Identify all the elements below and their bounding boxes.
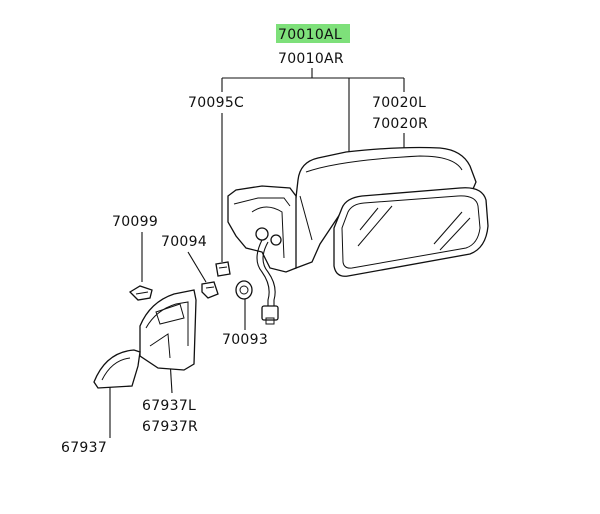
grommet-70093: [235, 280, 253, 300]
clip-70099: [128, 285, 153, 301]
label-70010ar[interactable]: 70010AR: [278, 51, 344, 67]
mirror-glass: [333, 187, 489, 277]
label-70093[interactable]: 70093: [222, 332, 268, 348]
outer-cap: [93, 349, 141, 389]
screw-70095c: [215, 261, 231, 277]
label-70010al[interactable]: 70010AL: [278, 27, 342, 43]
mirror-base: [227, 185, 297, 273]
label-70094[interactable]: 70094: [161, 234, 207, 250]
selected-part-highlight: [276, 24, 350, 43]
clip-70094: [201, 281, 219, 299]
label-70020l[interactable]: 70020L: [372, 95, 426, 111]
label-67937[interactable]: 67937: [61, 440, 107, 456]
label-67937r[interactable]: 67937R: [142, 419, 198, 435]
inner-garnish: [139, 289, 197, 371]
label-70020r[interactable]: 70020R: [372, 116, 428, 132]
label-70095c[interactable]: 70095C: [188, 95, 244, 111]
label-67937l[interactable]: 67937L: [142, 398, 196, 414]
label-70099[interactable]: 70099: [112, 214, 158, 230]
wire-harness: [256, 239, 279, 325]
